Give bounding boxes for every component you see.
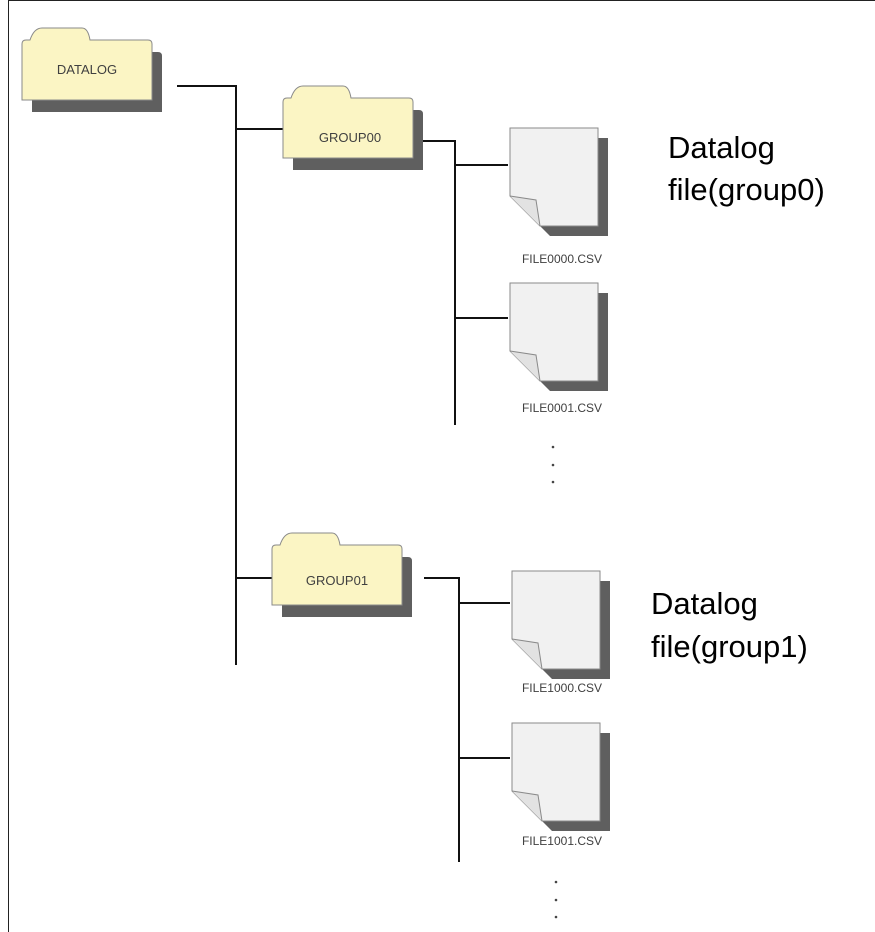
folder-node-group01[interactable]: GROUP01 xyxy=(271,532,412,617)
continuation-dots-group00 xyxy=(551,445,555,484)
description-line: file(group0) xyxy=(668,172,825,207)
file-node-file0000[interactable]: FILE0000.CSV xyxy=(509,127,608,266)
file-label: FILE0000.CSV xyxy=(522,252,602,266)
description-line: Datalog xyxy=(668,130,775,165)
file-icon xyxy=(509,127,608,236)
description-line: Datalog xyxy=(651,586,758,621)
file-node-file0001[interactable]: FILE0001.CSV xyxy=(509,282,608,415)
diagram-frame xyxy=(8,0,875,932)
description-line: file(group1) xyxy=(651,629,808,664)
connector-root xyxy=(177,85,237,665)
folder-label: GROUP00 xyxy=(319,130,381,145)
file-label: FILE1001.CSV xyxy=(522,834,602,848)
file-label: FILE1000.CSV xyxy=(522,681,602,695)
folder-label: DATALOG xyxy=(57,62,117,77)
file-icon xyxy=(511,722,610,831)
folder-node-group00[interactable]: GROUP00 xyxy=(282,85,423,170)
continuation-dots-group01 xyxy=(554,880,558,919)
file-icon xyxy=(509,282,608,391)
file-label: FILE0001.CSV xyxy=(522,401,602,415)
folder-icon xyxy=(282,85,423,170)
file-node-file1000[interactable]: FILE1000.CSV xyxy=(511,570,610,695)
connector-group01-branch xyxy=(424,577,460,862)
folder-node-datalog[interactable]: DATALOG xyxy=(21,27,162,112)
tree-connectors xyxy=(177,85,510,862)
description-group0: Datalog file(group0) xyxy=(668,130,825,207)
folder-label: GROUP01 xyxy=(306,573,368,588)
description-group1: Datalog file(group1) xyxy=(651,586,808,664)
file-icon xyxy=(511,570,610,679)
connector-group00-branch xyxy=(416,140,456,425)
file-node-file1001[interactable]: FILE1001.CSV xyxy=(511,722,610,848)
